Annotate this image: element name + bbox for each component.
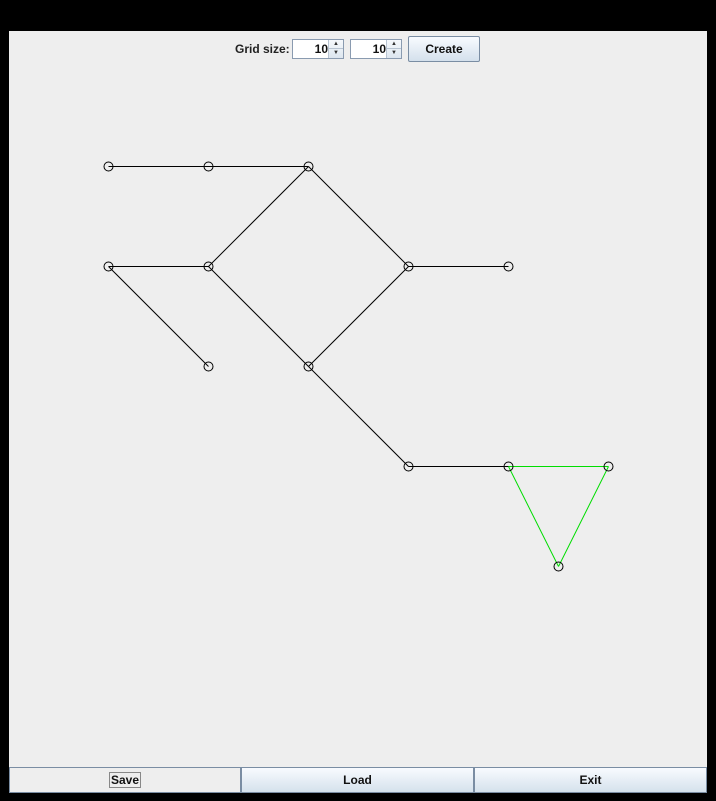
graph-node[interactable] bbox=[203, 361, 214, 372]
graph-node[interactable] bbox=[203, 261, 214, 272]
graph-edge bbox=[108, 266, 209, 367]
highlighted-edge bbox=[558, 466, 609, 567]
save-button[interactable]: Save bbox=[9, 767, 241, 793]
grid-rows-value[interactable]: 10 bbox=[372, 42, 386, 56]
graph-node[interactable] bbox=[303, 361, 314, 372]
graph-node[interactable] bbox=[203, 161, 214, 172]
spinner-down-icon[interactable]: ▼ bbox=[333, 50, 339, 56]
grid-size-label: Grid size: bbox=[235, 42, 290, 56]
graph-node[interactable] bbox=[103, 261, 114, 272]
bottom-button-bar: Save Load Exit bbox=[9, 767, 707, 793]
spinner-down-icon[interactable]: ▼ bbox=[391, 50, 397, 56]
load-button[interactable]: Load bbox=[241, 767, 474, 793]
spinner-up-icon[interactable]: ▲ bbox=[387, 40, 401, 49]
highlighted-edge bbox=[508, 466, 559, 567]
graph-node[interactable] bbox=[503, 461, 514, 472]
graph-node[interactable] bbox=[403, 261, 414, 272]
grid-rows-arrows: ▲ ▼ bbox=[386, 40, 401, 58]
spinner-up-icon[interactable]: ▲ bbox=[329, 40, 343, 49]
create-button[interactable]: Create bbox=[408, 36, 480, 62]
grid-cols-arrows: ▲ ▼ bbox=[328, 40, 343, 58]
graph-node[interactable] bbox=[553, 561, 564, 572]
grid-cols-spinner[interactable]: 10 ▲ ▼ bbox=[292, 39, 344, 59]
graph-edge bbox=[308, 266, 409, 367]
graph-edge bbox=[208, 166, 309, 267]
graph-edge bbox=[208, 266, 309, 367]
graph-node[interactable] bbox=[403, 461, 414, 472]
graph-node[interactable] bbox=[603, 461, 614, 472]
grid-cols-value[interactable]: 10 bbox=[314, 42, 328, 56]
graph-node[interactable] bbox=[503, 261, 514, 272]
graph-node[interactable] bbox=[103, 161, 114, 172]
exit-button[interactable]: Exit bbox=[474, 767, 707, 793]
graph-canvas[interactable] bbox=[9, 31, 707, 767]
graph-edge bbox=[308, 366, 409, 467]
grid-rows-spinner[interactable]: 10 ▲ ▼ bbox=[350, 39, 402, 59]
graph-edge bbox=[308, 166, 409, 267]
app-window: Grid size: 10 ▲ ▼ 10 ▲ ▼ Create Save Loa… bbox=[9, 31, 707, 793]
toolbar: Grid size: 10 ▲ ▼ 10 ▲ ▼ Create bbox=[9, 36, 707, 62]
save-button-label: Save bbox=[108, 772, 142, 788]
graph-node[interactable] bbox=[303, 161, 314, 172]
